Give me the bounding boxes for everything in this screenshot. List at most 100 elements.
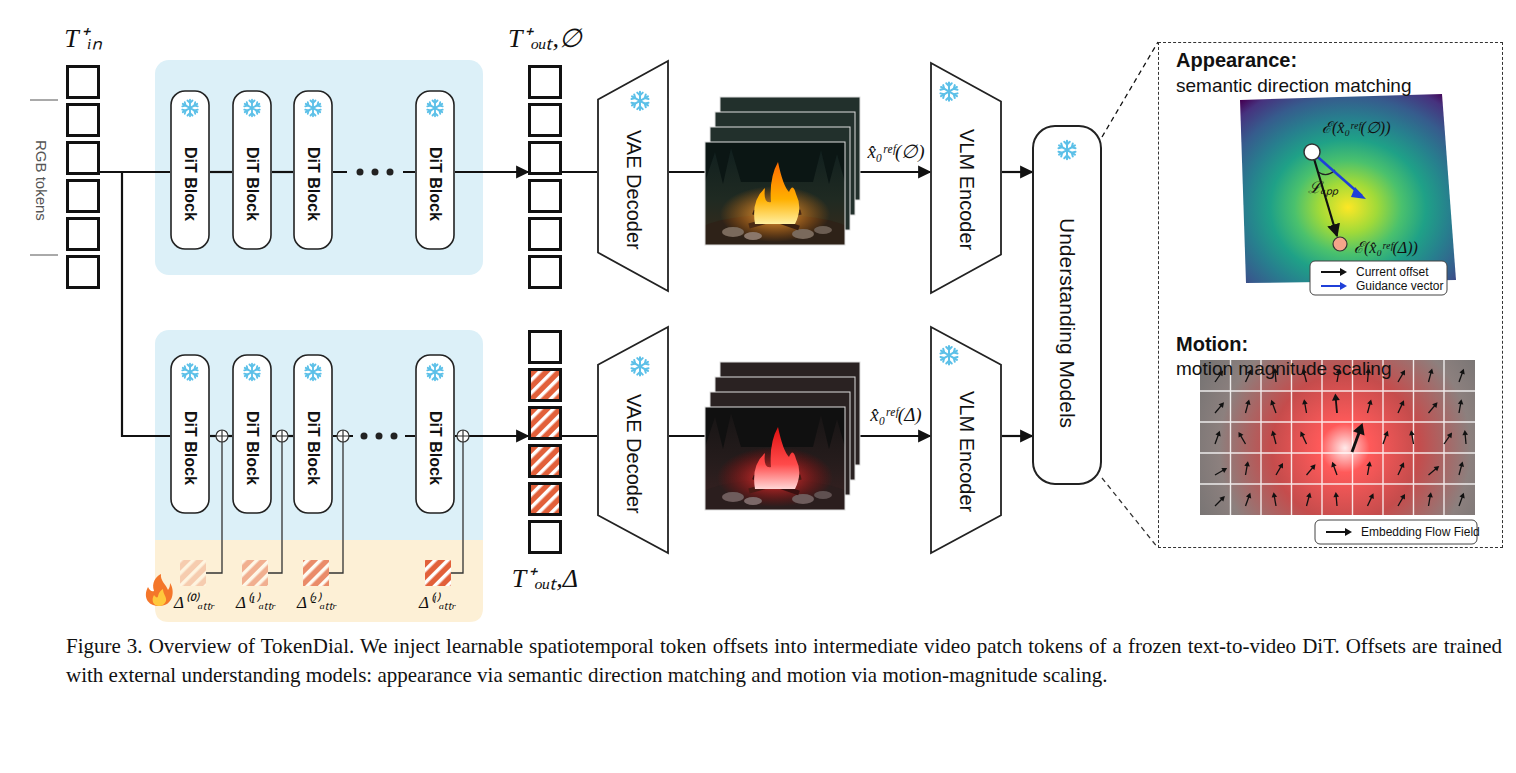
connector xyxy=(100,172,170,436)
vae-decoder: VAE Decoder xyxy=(597,326,669,554)
frozen-panel xyxy=(155,330,483,554)
legend-sample xyxy=(1325,527,1353,537)
snowflake xyxy=(182,364,198,381)
dit-block: DiT Block xyxy=(232,354,272,514)
dit-block: DiT Block xyxy=(293,354,333,514)
token-square xyxy=(68,67,99,98)
connector xyxy=(210,171,232,173)
snowflake xyxy=(244,100,260,117)
annotation-label: Δ⁽¹⁾ₐₜₜᵣ xyxy=(236,590,276,613)
token-square xyxy=(68,257,99,288)
legend-text: Guidance vector xyxy=(1356,279,1443,293)
models-label: Understanding Models xyxy=(1032,171,1102,475)
connector xyxy=(1002,435,1032,437)
block-label: DiT Block xyxy=(293,124,333,244)
token-column: T⁺ₒᵤₜ,Δ xyxy=(528,330,562,555)
connector xyxy=(272,171,293,173)
trapezoid-outline xyxy=(931,63,1001,293)
legend-arrowhead xyxy=(1340,268,1347,276)
legend-sample xyxy=(1320,281,1348,291)
dit-block: DiT Block xyxy=(232,90,272,250)
legend-entry: Guidance vector xyxy=(1320,278,1443,293)
annotation-label: Δ⁽²⁾ₐₜₜᵣ xyxy=(297,590,337,613)
block-outline xyxy=(171,355,209,513)
decoder-label: VAE Decoder xyxy=(597,120,669,259)
understanding-models: Understanding Models xyxy=(1032,125,1102,485)
token-square xyxy=(530,181,561,212)
legend-line xyxy=(1321,285,1341,287)
token-square xyxy=(530,67,561,98)
block-label: DiT Block xyxy=(415,124,455,244)
annotation-label: RGB tokens xyxy=(33,140,50,221)
token-square xyxy=(530,143,561,174)
block-label: DiT Block xyxy=(232,388,272,508)
shape-outline xyxy=(528,330,562,555)
figure-caption: Figure 3. Overview of TokenDial. We inje… xyxy=(66,632,1502,690)
bracket-line xyxy=(30,255,58,256)
encoder-label: VLM Encoder xyxy=(930,118,1002,262)
hatched-token xyxy=(530,370,561,401)
trapezoid-outline xyxy=(931,327,1001,553)
callout-box: Appearance:semantic direction matchingMo… xyxy=(1158,42,1503,548)
block-outline xyxy=(233,91,271,249)
snowflake xyxy=(940,346,957,364)
block-label: DiT Block xyxy=(293,388,333,508)
legend-arrowhead xyxy=(1345,528,1352,536)
connector xyxy=(1002,171,1032,173)
zoom-line xyxy=(1102,478,1158,548)
trapezoid-outline xyxy=(598,61,668,291)
ellipsis-dots xyxy=(347,163,405,445)
edge-label: x̂₀ʳᵉᶠ(∅) xyxy=(867,140,924,163)
token-label: T⁺ₒᵤₜ,∅ xyxy=(508,19,582,55)
block-label: DiT Block xyxy=(415,388,455,508)
connector xyxy=(1102,42,1158,137)
annotation-label: ℰ(x̂₀ʳᵉᶠ(Δ)) xyxy=(1354,236,1418,258)
connector xyxy=(562,435,597,437)
section-subtitle: semantic direction matching xyxy=(1176,75,1412,97)
block-outline xyxy=(294,91,332,249)
dit-block: DiT Block xyxy=(293,90,333,250)
legend-text: Current offset xyxy=(1356,265,1428,279)
video-frames xyxy=(690,362,860,528)
snowflake xyxy=(305,100,321,117)
fire-icon xyxy=(146,574,173,606)
vae-decoder: VAE Decoder xyxy=(597,60,669,292)
rounded-outline xyxy=(1033,126,1101,484)
token-column: T⁺ᵢₙ xyxy=(66,65,100,290)
legend-line xyxy=(1326,531,1346,533)
flow-field xyxy=(1200,360,1477,544)
annotation-label: Δ⁽⁰⁾ₐₜₜᵣ xyxy=(174,590,215,613)
snowflake xyxy=(940,82,957,100)
embedding-heatmap xyxy=(1240,94,1456,295)
legend-entry: Embedding Flow Field xyxy=(1325,524,1480,539)
connector xyxy=(455,171,528,173)
section-subtitle: motion magnitude scaling xyxy=(1176,358,1391,380)
snowflake xyxy=(631,357,648,375)
dit-block: DiT Block xyxy=(170,90,210,250)
section-heading: Motion: xyxy=(1176,333,1248,356)
token-column: T⁺ₒᵤₜ,∅ xyxy=(528,65,562,290)
trapezoid-outline xyxy=(598,327,668,553)
token-label: T⁺ᵢₙ xyxy=(64,19,102,55)
annotation-label: Δ⁽ˡ⁾ₐₜₜᵣ xyxy=(419,590,456,613)
annotation-label: ℒₐₚₚ xyxy=(1308,176,1338,198)
snowflake xyxy=(244,364,260,381)
snowflake xyxy=(427,364,443,381)
snowflake xyxy=(1058,141,1075,159)
decoder-label: VAE Decoder xyxy=(597,385,669,522)
token-square xyxy=(530,105,561,136)
token-square xyxy=(68,143,99,174)
hatched-token xyxy=(530,484,561,515)
token-square xyxy=(530,332,561,363)
token-square xyxy=(530,522,561,553)
vlm-encoder: VLM Encoder xyxy=(930,326,1002,554)
hatched-token xyxy=(530,408,561,439)
annotation-label: ℰ(x̂₀ʳᵉᶠ(∅)) xyxy=(1322,116,1391,138)
offset-tokens xyxy=(180,560,451,586)
edge-label: x̂₀ʳᵉᶠ(Δ) xyxy=(870,404,921,426)
dit-block: DiT Block xyxy=(415,354,455,514)
block-label: DiT Block xyxy=(232,124,272,244)
shape-outline xyxy=(66,65,100,290)
block-outline xyxy=(294,355,332,513)
